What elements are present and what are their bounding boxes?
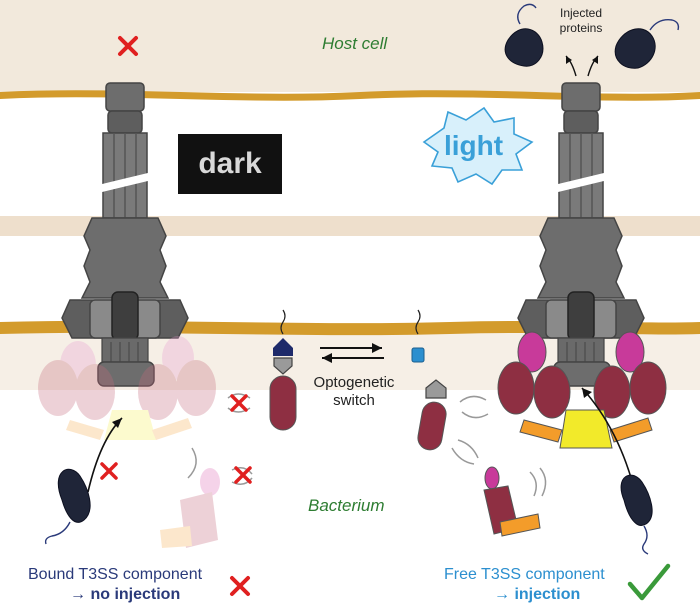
cross-icon bbox=[234, 466, 252, 484]
injected-protein-right bbox=[614, 19, 680, 69]
left-t3ss bbox=[61, 82, 189, 387]
cross-icon bbox=[230, 576, 250, 596]
left-faded-components bbox=[38, 336, 220, 548]
injected-protein-left bbox=[504, 3, 544, 67]
light-label: light bbox=[444, 130, 504, 161]
host-cell-label: Host cell bbox=[322, 34, 388, 53]
dissociation-arrows bbox=[187, 393, 547, 497]
injected-proteins-label: Injected proteins bbox=[559, 6, 603, 35]
bacterium-label: Bacterium bbox=[308, 496, 385, 515]
periplasm-band bbox=[0, 216, 700, 236]
arrow-right-icon: → bbox=[494, 586, 510, 603]
switch-arrows bbox=[320, 343, 384, 363]
cross-icon bbox=[118, 36, 138, 56]
cross-icon bbox=[100, 462, 118, 480]
effector-protein-left bbox=[44, 468, 91, 545]
right-sorting-platform bbox=[497, 331, 667, 449]
cross-icon bbox=[230, 394, 248, 412]
host-cell-region bbox=[0, 0, 700, 92]
effector-protein-right bbox=[620, 474, 653, 555]
caption-left-main: Bound T3SS component bbox=[28, 566, 203, 583]
dark-condition-box: dark bbox=[178, 134, 282, 194]
bound-complex bbox=[269, 309, 297, 431]
caption-right-main: Free T3SS component bbox=[444, 566, 605, 583]
optogenetic-switch-label: Optogenetic switch bbox=[313, 374, 395, 409]
caption-left-sub: → no injection bbox=[70, 586, 181, 603]
light-burst-icon bbox=[422, 106, 534, 186]
caption-right-sub: → injection bbox=[494, 586, 581, 603]
arrow-right-icon: → bbox=[70, 586, 86, 603]
caption-area bbox=[0, 540, 700, 608]
host-membrane bbox=[0, 90, 700, 101]
free-components bbox=[411, 309, 541, 537]
check-icon bbox=[627, 563, 671, 601]
